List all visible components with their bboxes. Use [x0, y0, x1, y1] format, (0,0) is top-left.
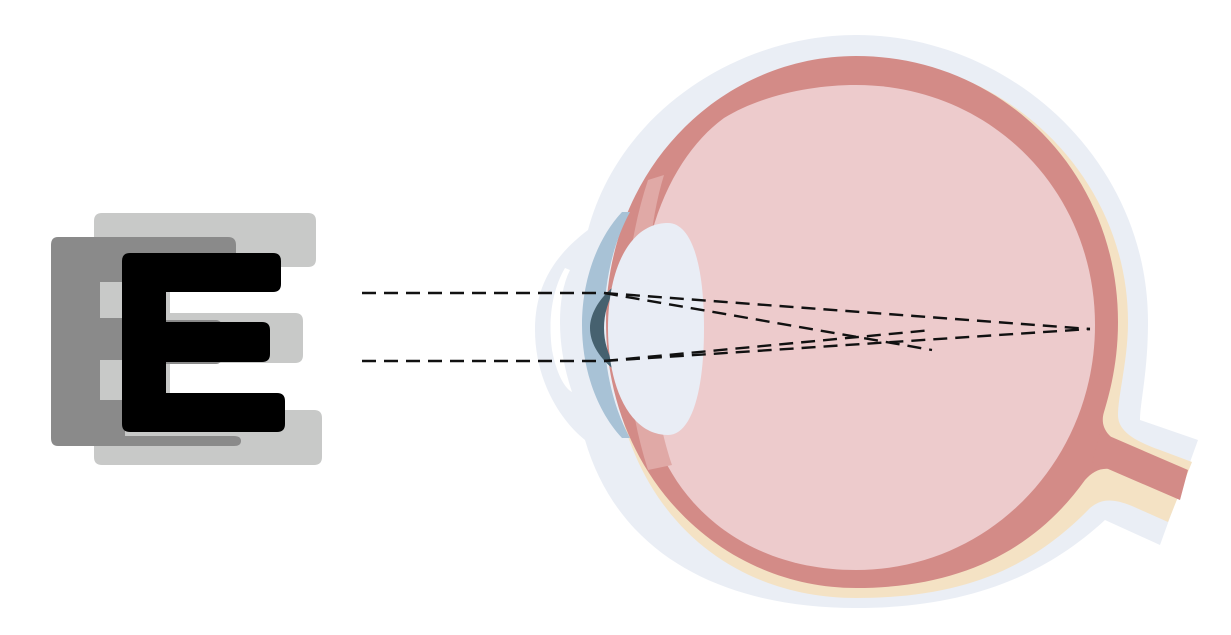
letter-front — [122, 253, 285, 432]
vitreous-body — [640, 85, 1095, 570]
corneal-reflection — [550, 268, 572, 392]
eyeball — [535, 35, 1198, 608]
eye-chart-letter-e — [51, 213, 322, 465]
refracted-ray-bottom-far-focus — [603, 327, 1091, 363]
cornea — [582, 212, 630, 438]
light-rays — [362, 291, 1091, 363]
optic-nerve — [1092, 432, 1188, 500]
crystalline-lens — [608, 223, 704, 435]
refracted-ray-top-far-focus — [603, 291, 1091, 331]
refracted-ray-bottom-near-focus — [603, 328, 933, 363]
refracted-ray-top-near-focus — [603, 291, 933, 352]
iris — [590, 288, 616, 368]
